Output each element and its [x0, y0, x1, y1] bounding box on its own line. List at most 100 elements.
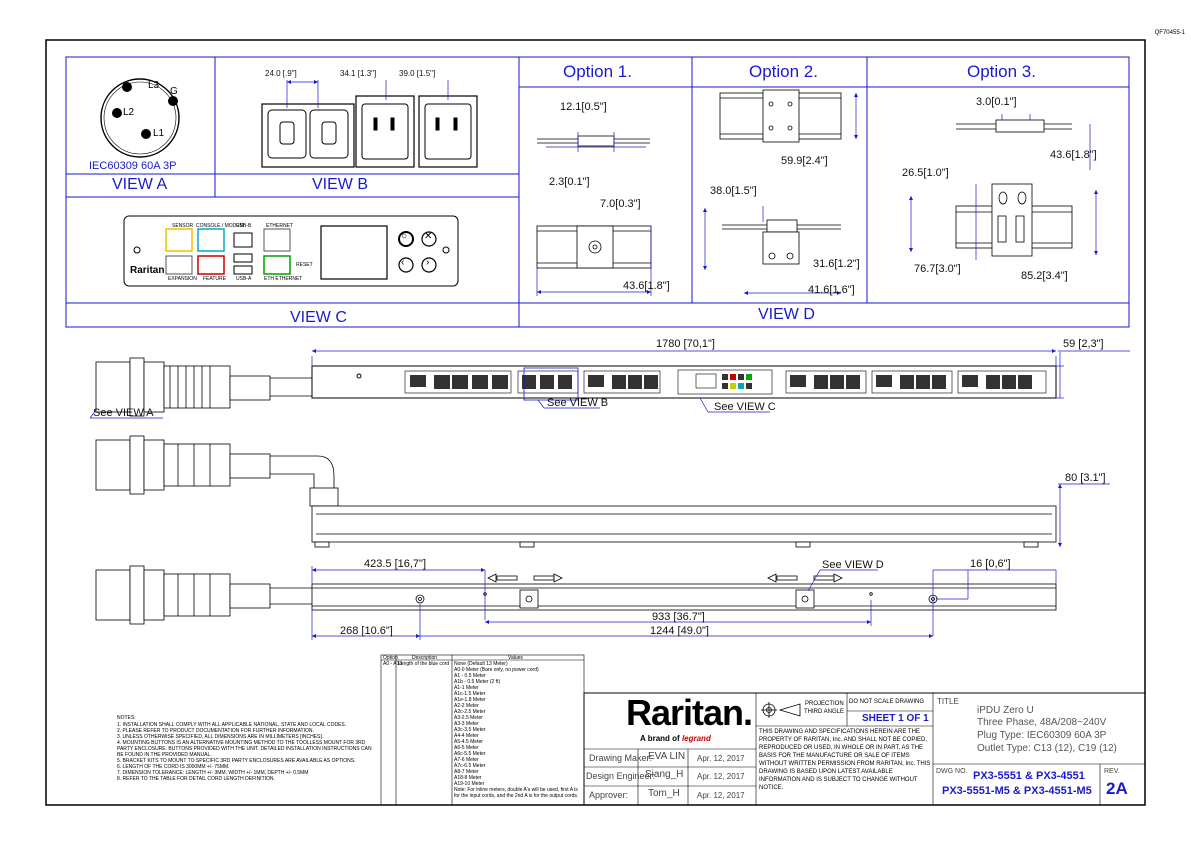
view-b-dim-1: 24.0 [.9"]	[265, 69, 297, 78]
option-3-drawing	[955, 119, 1073, 257]
dwg-label: DWG NO.	[936, 768, 968, 775]
plug-face-drawing	[100, 78, 180, 158]
note-item: 2. PLEASE REFER TO PRODUCT DOCUMENTATION…	[117, 728, 314, 734]
projection-symbol	[761, 702, 801, 718]
notes-heading: NOTES:	[117, 715, 136, 721]
pin-label-g: G	[170, 86, 178, 97]
opt3-dim-1: 3.0[0.1"]	[976, 96, 1017, 108]
opt1-dim-3: 7.0[0.3"]	[600, 198, 641, 210]
view-a-caption: VIEW A	[112, 176, 168, 193]
view-d-caption: VIEW D	[758, 306, 815, 323]
table-header-description: Description	[412, 655, 438, 661]
option-3-title: Option 3.	[967, 62, 1036, 81]
legal-notice: THIS DRAWING AND SPECIFICATIONS HEREIN A…	[759, 729, 931, 791]
port-label-usb-b: USB-B	[236, 223, 252, 229]
view-b-caption: VIEW B	[312, 176, 369, 193]
table-value-row: A18-8 Meter	[454, 775, 482, 781]
view-b-dim-2: 34.1 [1.3"]	[340, 69, 377, 78]
title-line-2: Three Phase, 48A/208~240V	[977, 717, 1107, 728]
port-label-console: CONSOLE / MODEM	[196, 223, 244, 229]
table-value-row: A7c-6.5 Meter	[454, 763, 486, 769]
see-view-c-label: See VIEW C	[714, 401, 776, 413]
dim-423: 423.5 [16,7"]	[364, 558, 427, 570]
note-item: 8. REFER TO THE TABLE FOR DETAIL CORD LE…	[117, 776, 275, 782]
table-value-row: A8-7 Meter	[454, 769, 479, 775]
option-2-title: Option 2.	[749, 62, 818, 81]
table-value-row: None (Default 13 Meter)	[454, 661, 508, 667]
dim-1244: 1244 [49.0"]	[650, 625, 709, 637]
table-values-list: None (Default 13 Meter)A0-0 Meter (Bare …	[454, 661, 582, 799]
projection-line-1: PROJECTION	[805, 701, 844, 707]
table-value-row: A19-10 Meter	[454, 781, 485, 787]
table-value-row: A2c-2.5 Meter	[454, 709, 486, 715]
port-label-ethernet: ETHERNET	[266, 223, 293, 229]
table-value-row: A1-1 Meter	[454, 685, 479, 691]
table-value-row: A3-2.5 Meter	[454, 715, 483, 721]
sheet-number: SHEET 1 OF 1	[862, 713, 929, 724]
port-label-sensor: SENSOR	[172, 223, 194, 229]
opt2-dim-3: 31.6[1.2"]	[813, 258, 860, 270]
pin-label-l1: L1	[153, 128, 165, 139]
table-value-row: A3-3 Meter	[454, 721, 479, 727]
name-drawing-maker: EVA LIN	[648, 751, 686, 762]
see-view-b-label: See VIEW B	[547, 397, 609, 409]
port-label-feature: FEATURE	[203, 276, 226, 282]
cancel-button-icon: ✕	[424, 231, 433, 242]
table-value-row: A5-4.5 Meter	[454, 739, 483, 745]
table-value-row: A0-0 Meter (Bare only, no power cord)	[454, 667, 539, 673]
ok-button-icon: ○	[401, 231, 408, 242]
note-item: 1. INSTALLATION SHALL COMPLY WITH ALL AP…	[117, 722, 347, 728]
port-label-usb-a: USB-A	[236, 276, 252, 282]
table-value-row: Note: For inline meters, double A's will…	[454, 787, 579, 799]
note-item: 5. BRACKET KITS TO MOUNT TO SPECIFIC 3RD…	[117, 758, 356, 764]
role-design-engineer: Design Engineer:	[586, 771, 656, 781]
opt2-dim-2: 38.0[1.5"]	[710, 185, 757, 197]
document-number: QF70455-1	[1154, 30, 1185, 36]
pdu-rear-view	[311, 573, 1057, 611]
option-2-drawing	[719, 89, 842, 265]
date-design-engineer: Apr. 12, 2017	[697, 772, 745, 781]
dwg-number-1: PX3-5551 & PX3-4551	[973, 770, 1085, 782]
option-1-title: Option 1.	[563, 62, 632, 81]
opt1-dim-1: 12.1[0.5"]	[560, 101, 607, 113]
role-approver: Approver:	[589, 790, 629, 800]
dim-depth: 80 [3.1"]	[1065, 472, 1106, 484]
name-design-engineer: Siang_H	[645, 769, 684, 780]
table-header-option: Option	[383, 655, 398, 661]
table-value-row: A7-6 Meter	[454, 757, 479, 763]
pdu-front-view	[311, 365, 1057, 401]
title-label: TITLE	[937, 697, 959, 706]
panel-brand-logo: Raritan	[130, 265, 165, 276]
dim-268: 268 [10.6"]	[340, 625, 393, 637]
table-value-row: A1e-1.8 Meter	[454, 697, 486, 703]
projection-line-2: THIRD ANGLE	[804, 709, 845, 715]
view-c-caption: VIEW C	[290, 309, 347, 326]
rev-label: REV.	[1104, 768, 1120, 775]
note-item: 3. UNLESS OTHERWISE SPECIFIED, ALL DIMEN…	[117, 734, 324, 740]
pdu-side-view	[311, 505, 1057, 548]
port-label-expansion: EXPANSION	[168, 276, 197, 282]
table-value-row: A2-2 Meter	[454, 703, 479, 709]
opt2-dim-4: 41.6[1.6"]	[808, 284, 855, 296]
table-value-row: A1b - 0.5 Meter (2 ft)	[454, 679, 501, 685]
table-value-row: A3c-3.5 Meter	[454, 727, 486, 733]
title-line-1: iPDU Zero U	[977, 705, 1034, 716]
table-header-values: Values	[508, 655, 523, 661]
table-value-row: A4-4 Meter	[454, 733, 479, 739]
table-value-row: A6c-5.5 Meter	[454, 751, 486, 757]
opt3-dim-4: 76.7[3.0"]	[914, 263, 961, 275]
table-value-row: A6-5 Meter	[454, 745, 479, 751]
opt3-dim-3: 26.5[1.0"]	[902, 167, 949, 179]
do-not-scale: DO NOT SCALE DRAWING	[849, 699, 925, 705]
revision: 2A	[1106, 779, 1128, 798]
note-item: 4. MOUNTING BUTTONS IS AN ALTERNATIVE MO…	[117, 740, 372, 758]
note-item: 7. DIMENSION TOLERANCE: LENGTH +/- 3MM, …	[117, 770, 309, 776]
title-line-3: Plug Type: IEC60309 60A 3P	[977, 730, 1107, 741]
table-description-cell: Length of the blue cord	[398, 661, 450, 667]
plug-type-label: IEC60309 60A 3P	[89, 160, 177, 172]
note-item: 6. LENGTH OF THE CORD IS 3000MM +/- 75MM…	[117, 764, 230, 770]
opt1-dim-4: 43.6[1.8"]	[623, 280, 670, 292]
dwg-number-2: PX3-5551-M5 & PX3-4551-M5	[942, 785, 1092, 797]
notes-list: 1. INSTALLATION SHALL COMPLY WITH ALL AP…	[117, 722, 379, 782]
port-label-reset: RESET	[296, 262, 313, 268]
